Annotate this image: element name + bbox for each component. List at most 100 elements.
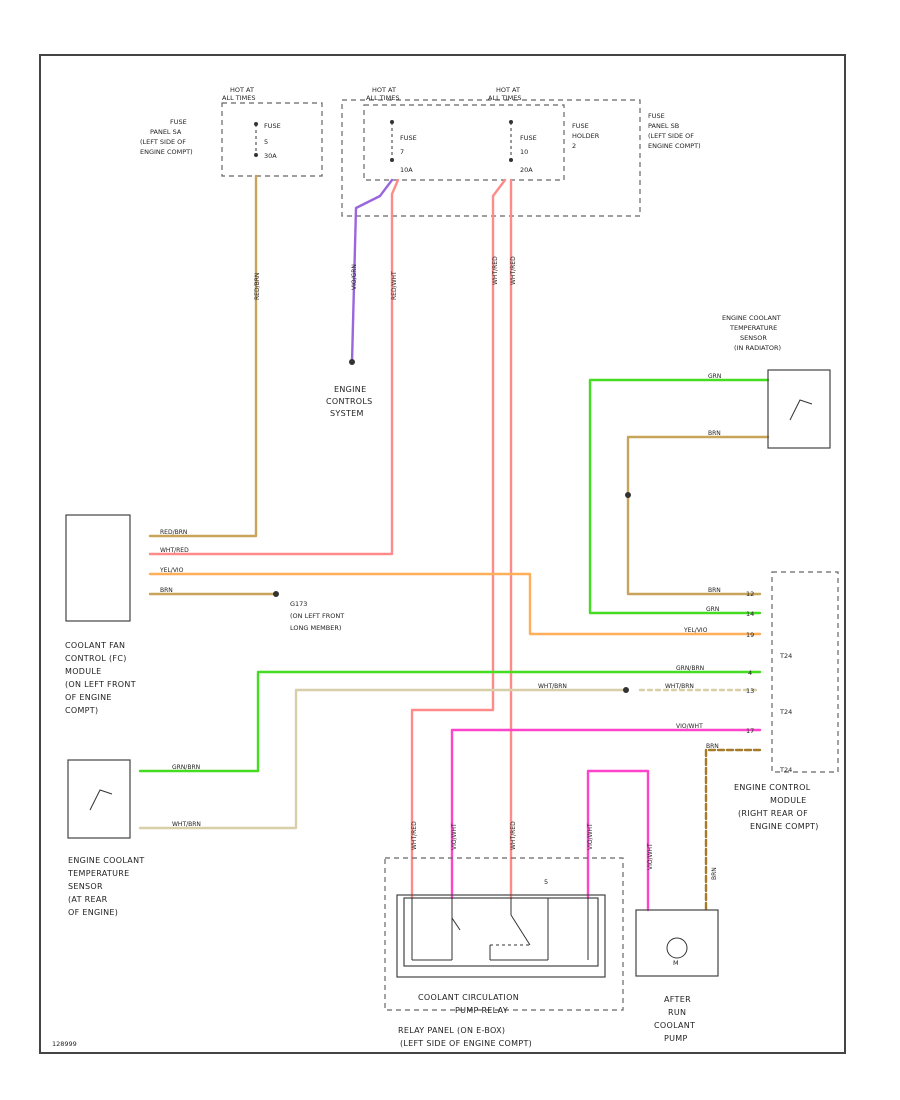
svg-text:14: 14 [746, 610, 754, 618]
svg-text:GRN/BRN: GRN/BRN [172, 764, 200, 771]
svg-text:4: 4 [748, 669, 752, 677]
svg-text:10A: 10A [400, 166, 413, 174]
svg-text:G173: G173 [290, 600, 307, 608]
coolant-circulation-pump-relay: 5 COOLANT CIRCULATION PUMP RELAY RELAY P… [384, 857, 624, 1048]
svg-text:FUSE: FUSE [520, 134, 537, 142]
svg-text:(LEFT SIDE OF: (LEFT SIDE OF [648, 132, 694, 140]
svg-text:(LEFT SIDE OF: (LEFT SIDE OF [140, 138, 186, 146]
svg-text:(AT REAR: (AT REAR [68, 895, 108, 904]
svg-text:(ON LEFT FRONT: (ON LEFT FRONT [65, 680, 136, 689]
svg-text:WHT/RED: WHT/RED [492, 256, 499, 285]
svg-text:MODULE: MODULE [770, 796, 807, 805]
wire-relay-pump [586, 769, 650, 912]
svg-text:WHT/BRN: WHT/BRN [172, 821, 201, 828]
svg-text:BRN: BRN [708, 430, 721, 437]
svg-text:FUSE: FUSE [264, 122, 281, 130]
svg-text:VIO/WHT: VIO/WHT [587, 823, 594, 850]
wire-ect-radiator-brown [626, 435, 770, 596]
fuse-panel-sb: HOT AT ALL TIMES HOT AT ALL TIMES FUSE 7… [341, 86, 701, 217]
svg-text:VIO/WHT: VIO/WHT [676, 723, 703, 730]
svg-text:CONTROLS: CONTROLS [326, 397, 373, 406]
svg-text:RELAY PANEL (ON E-BOX): RELAY PANEL (ON E-BOX) [398, 1026, 505, 1035]
svg-text:VIO/WHT: VIO/WHT [647, 843, 654, 870]
svg-text:ENGINE COMPT): ENGINE COMPT) [140, 148, 193, 156]
wire-fuse7-engine-controls [350, 178, 394, 364]
svg-text:(RIGHT REAR OF: (RIGHT REAR OF [738, 809, 808, 818]
wire-ect-radiator-green [588, 378, 770, 615]
after-run-coolant-pump: M AFTER RUN COOLANT PUMP [635, 909, 719, 1043]
svg-text:WHT/RED: WHT/RED [510, 821, 517, 850]
svg-text:RUN: RUN [668, 1008, 686, 1017]
fuse-panel-sa: HOT AT ALL TIMES FUSE 5 30A FUSE PANEL S… [140, 86, 323, 177]
svg-text:ALL TIMES: ALL TIMES [366, 94, 399, 102]
svg-text:(IN RADIATOR): (IN RADIATOR) [734, 344, 781, 352]
svg-text:FUSE: FUSE [400, 134, 417, 142]
svg-text:PUMP RELAY: PUMP RELAY [455, 1006, 508, 1015]
svg-text:10: 10 [520, 148, 528, 156]
ect-sensor-radiator: ENGINE COOLANT TEMPERATURE SENSOR (IN RA… [722, 314, 831, 449]
svg-text:WHT/BRN: WHT/BRN [538, 683, 567, 690]
svg-text:PANEL SB: PANEL SB [648, 122, 679, 130]
svg-text:OF ENGINE): OF ENGINE) [68, 908, 118, 917]
diagram-frame [39, 54, 846, 1054]
svg-text:12: 12 [746, 590, 754, 598]
svg-text:BRN: BRN [706, 743, 719, 750]
svg-text:SENSOR: SENSOR [68, 882, 103, 891]
svg-text:M: M [673, 959, 679, 967]
svg-text:T24: T24 [779, 652, 792, 660]
svg-text:20A: 20A [520, 166, 533, 174]
svg-text:RED/BRN: RED/BRN [160, 529, 187, 536]
diagram-code: 128999 [52, 1040, 77, 1048]
svg-text:GRN/BRN: GRN/BRN [676, 665, 704, 672]
ect-sensor-rear: ENGINE COOLANT TEMPERATURE SENSOR (AT RE… [67, 759, 145, 917]
svg-text:ENGINE CONTROL: ENGINE CONTROL [734, 783, 811, 792]
ground-terminal [273, 591, 279, 597]
svg-text:19: 19 [746, 631, 754, 639]
wire-ect-rear-beige [138, 688, 628, 830]
svg-text:5: 5 [264, 138, 268, 146]
engine-control-module: T24 T24 T24 12 14 19 4 13 17 ENGINE CONT… [734, 571, 839, 831]
svg-text:COMPT): COMPT) [65, 706, 98, 715]
svg-text:YEL/VIO: YEL/VIO [159, 567, 184, 574]
svg-text:GRN: GRN [706, 606, 719, 613]
ground-label: G173 (ON LEFT FRONT LONG MEMBER) [290, 600, 344, 632]
svg-text:ENGINE COMPT): ENGINE COMPT) [750, 822, 819, 831]
svg-text:CONTROL (FC): CONTROL (FC) [65, 654, 127, 663]
svg-text:BRN: BRN [160, 587, 173, 594]
svg-text:ENGINE COOLANT: ENGINE COOLANT [68, 856, 145, 865]
svg-text:HOLDER: HOLDER [572, 132, 600, 140]
svg-text:(LEFT SIDE OF ENGINE COMPT): (LEFT SIDE OF ENGINE COMPT) [400, 1039, 532, 1048]
svg-text:PUMP: PUMP [664, 1034, 688, 1043]
wire-fuse10-relay-a [410, 178, 507, 900]
engine-controls-label: ENGINE CONTROLS SYSTEM [326, 385, 373, 418]
svg-text:SYSTEM: SYSTEM [330, 409, 364, 418]
svg-text:OF ENGINE: OF ENGINE [65, 693, 112, 702]
svg-text:YEL/VIO: YEL/VIO [683, 627, 708, 634]
svg-text:VIO/WHT: VIO/WHT [451, 823, 458, 850]
svg-text:FUSE: FUSE [572, 122, 589, 130]
svg-text:T24: T24 [779, 708, 792, 716]
svg-text:TEMPERATURE: TEMPERATURE [67, 869, 129, 878]
svg-text:SENSOR: SENSOR [740, 334, 767, 342]
svg-text:WHT/BRN: WHT/BRN [665, 683, 694, 690]
svg-text:COOLANT: COOLANT [654, 1021, 695, 1030]
svg-text:MODULE: MODULE [65, 667, 102, 676]
wire-fan-ecm-yel [148, 572, 762, 636]
svg-text:ALL TIMES: ALL TIMES [488, 94, 521, 102]
engine-controls-terminal [349, 359, 355, 365]
svg-text:RED/WHT: RED/WHT [391, 271, 398, 300]
svg-text:ENGINE COMPT): ENGINE COMPT) [648, 142, 701, 150]
wire-ect-rear-green [138, 670, 762, 773]
svg-text:BRN: BRN [711, 867, 718, 880]
svg-text:COOLANT FAN: COOLANT FAN [65, 641, 125, 650]
wire-fuse7-fan [148, 178, 400, 556]
beige-splice [623, 687, 629, 693]
svg-text:RED/BRN: RED/BRN [254, 273, 261, 300]
svg-text:BRN: BRN [708, 587, 721, 594]
svg-text:ALL TIMES: ALL TIMES [222, 94, 255, 102]
svg-text:VIO/GRN: VIO/GRN [351, 264, 358, 290]
svg-text:HOT AT: HOT AT [372, 86, 396, 94]
svg-text:30A: 30A [264, 152, 277, 160]
svg-text:(ON LEFT FRONT: (ON LEFT FRONT [290, 612, 344, 620]
